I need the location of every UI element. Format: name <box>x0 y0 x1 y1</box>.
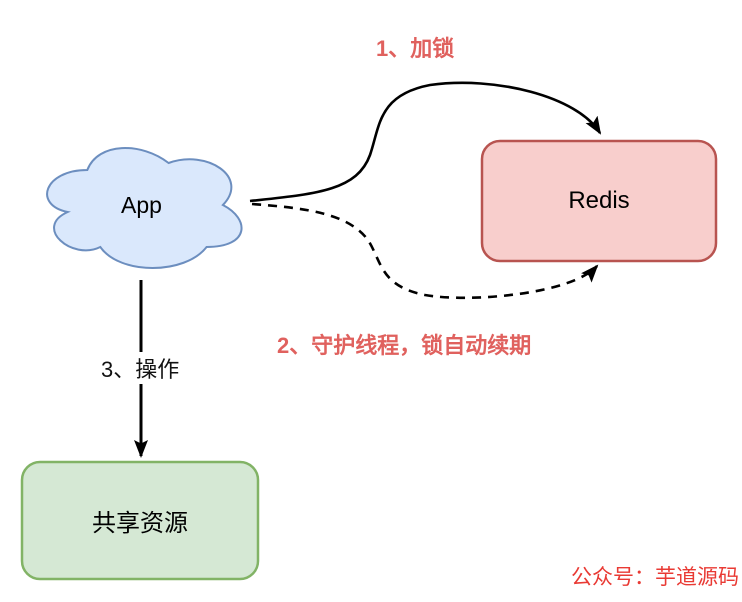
step3-operate-label: 3、操作 <box>99 352 182 384</box>
lock-arrow <box>249 81 602 203</box>
renew-arrow <box>251 202 599 300</box>
watermark-text: 公众号：芋道源码 <box>571 565 739 589</box>
app-cloud-shape <box>46 147 243 269</box>
step1-lock-label: 1、加锁 <box>376 36 455 61</box>
shared-resource-box-shape <box>20 460 260 581</box>
step2-renew-label: 2、守护线程，锁自动续期 <box>277 333 532 358</box>
redis-box-shape <box>480 139 718 263</box>
